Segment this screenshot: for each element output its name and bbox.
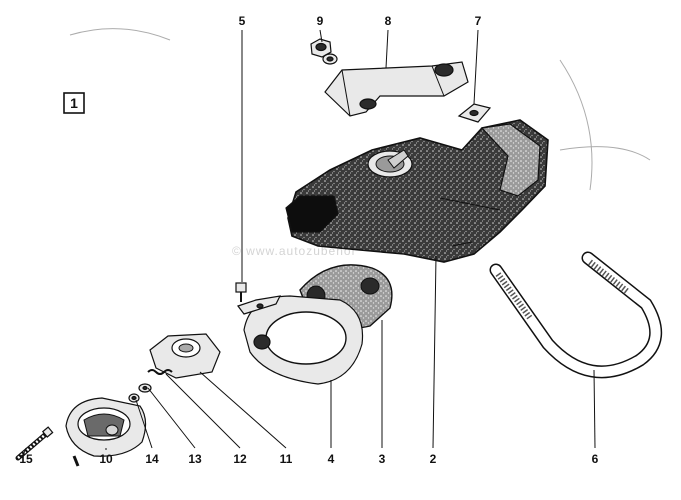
label-part-15: 15 <box>19 452 33 466</box>
label-part-10: 10 <box>99 452 113 466</box>
part-6-u-bolt <box>489 251 663 379</box>
label-part-12: 12 <box>233 452 247 466</box>
part-12-spring <box>147 369 173 375</box>
part-13-washer <box>138 383 152 393</box>
label-part-3: 3 <box>379 452 386 466</box>
part-11-cap <box>149 333 221 379</box>
part-8-bracket <box>324 61 469 117</box>
label-part-11: 11 <box>280 452 293 466</box>
label-part-2: 2 <box>430 452 437 466</box>
part-4-gasket <box>237 295 364 385</box>
label-part-4: 4 <box>328 452 335 466</box>
label-part-13: 13 <box>188 452 202 466</box>
part-5-screw <box>235 282 247 302</box>
leader-lines <box>21 29 596 459</box>
part-10-base <box>65 397 147 467</box>
label-part-8: 8 <box>385 14 392 28</box>
background-marks <box>69 28 651 191</box>
label-part-14: 14 <box>145 452 159 466</box>
label-part-6: 6 <box>592 452 599 466</box>
part-15-bolt <box>15 426 54 461</box>
label-part-7: 7 <box>475 14 482 28</box>
part-2-housing <box>285 119 549 263</box>
part-9-nut <box>310 38 338 65</box>
part-labels: 9 8 7 5 2 3 4 6 11 12 13 14 10 15 <box>19 14 598 466</box>
watermark: © www.autozubehör <box>232 244 357 258</box>
label-part-5: 5 <box>239 14 246 28</box>
part-14-washer <box>128 393 140 403</box>
frame-label: 1 <box>63 92 85 114</box>
label-part-9: 9 <box>317 14 324 28</box>
part-7-plate <box>457 103 492 123</box>
svg-text:1: 1 <box>70 95 78 111</box>
